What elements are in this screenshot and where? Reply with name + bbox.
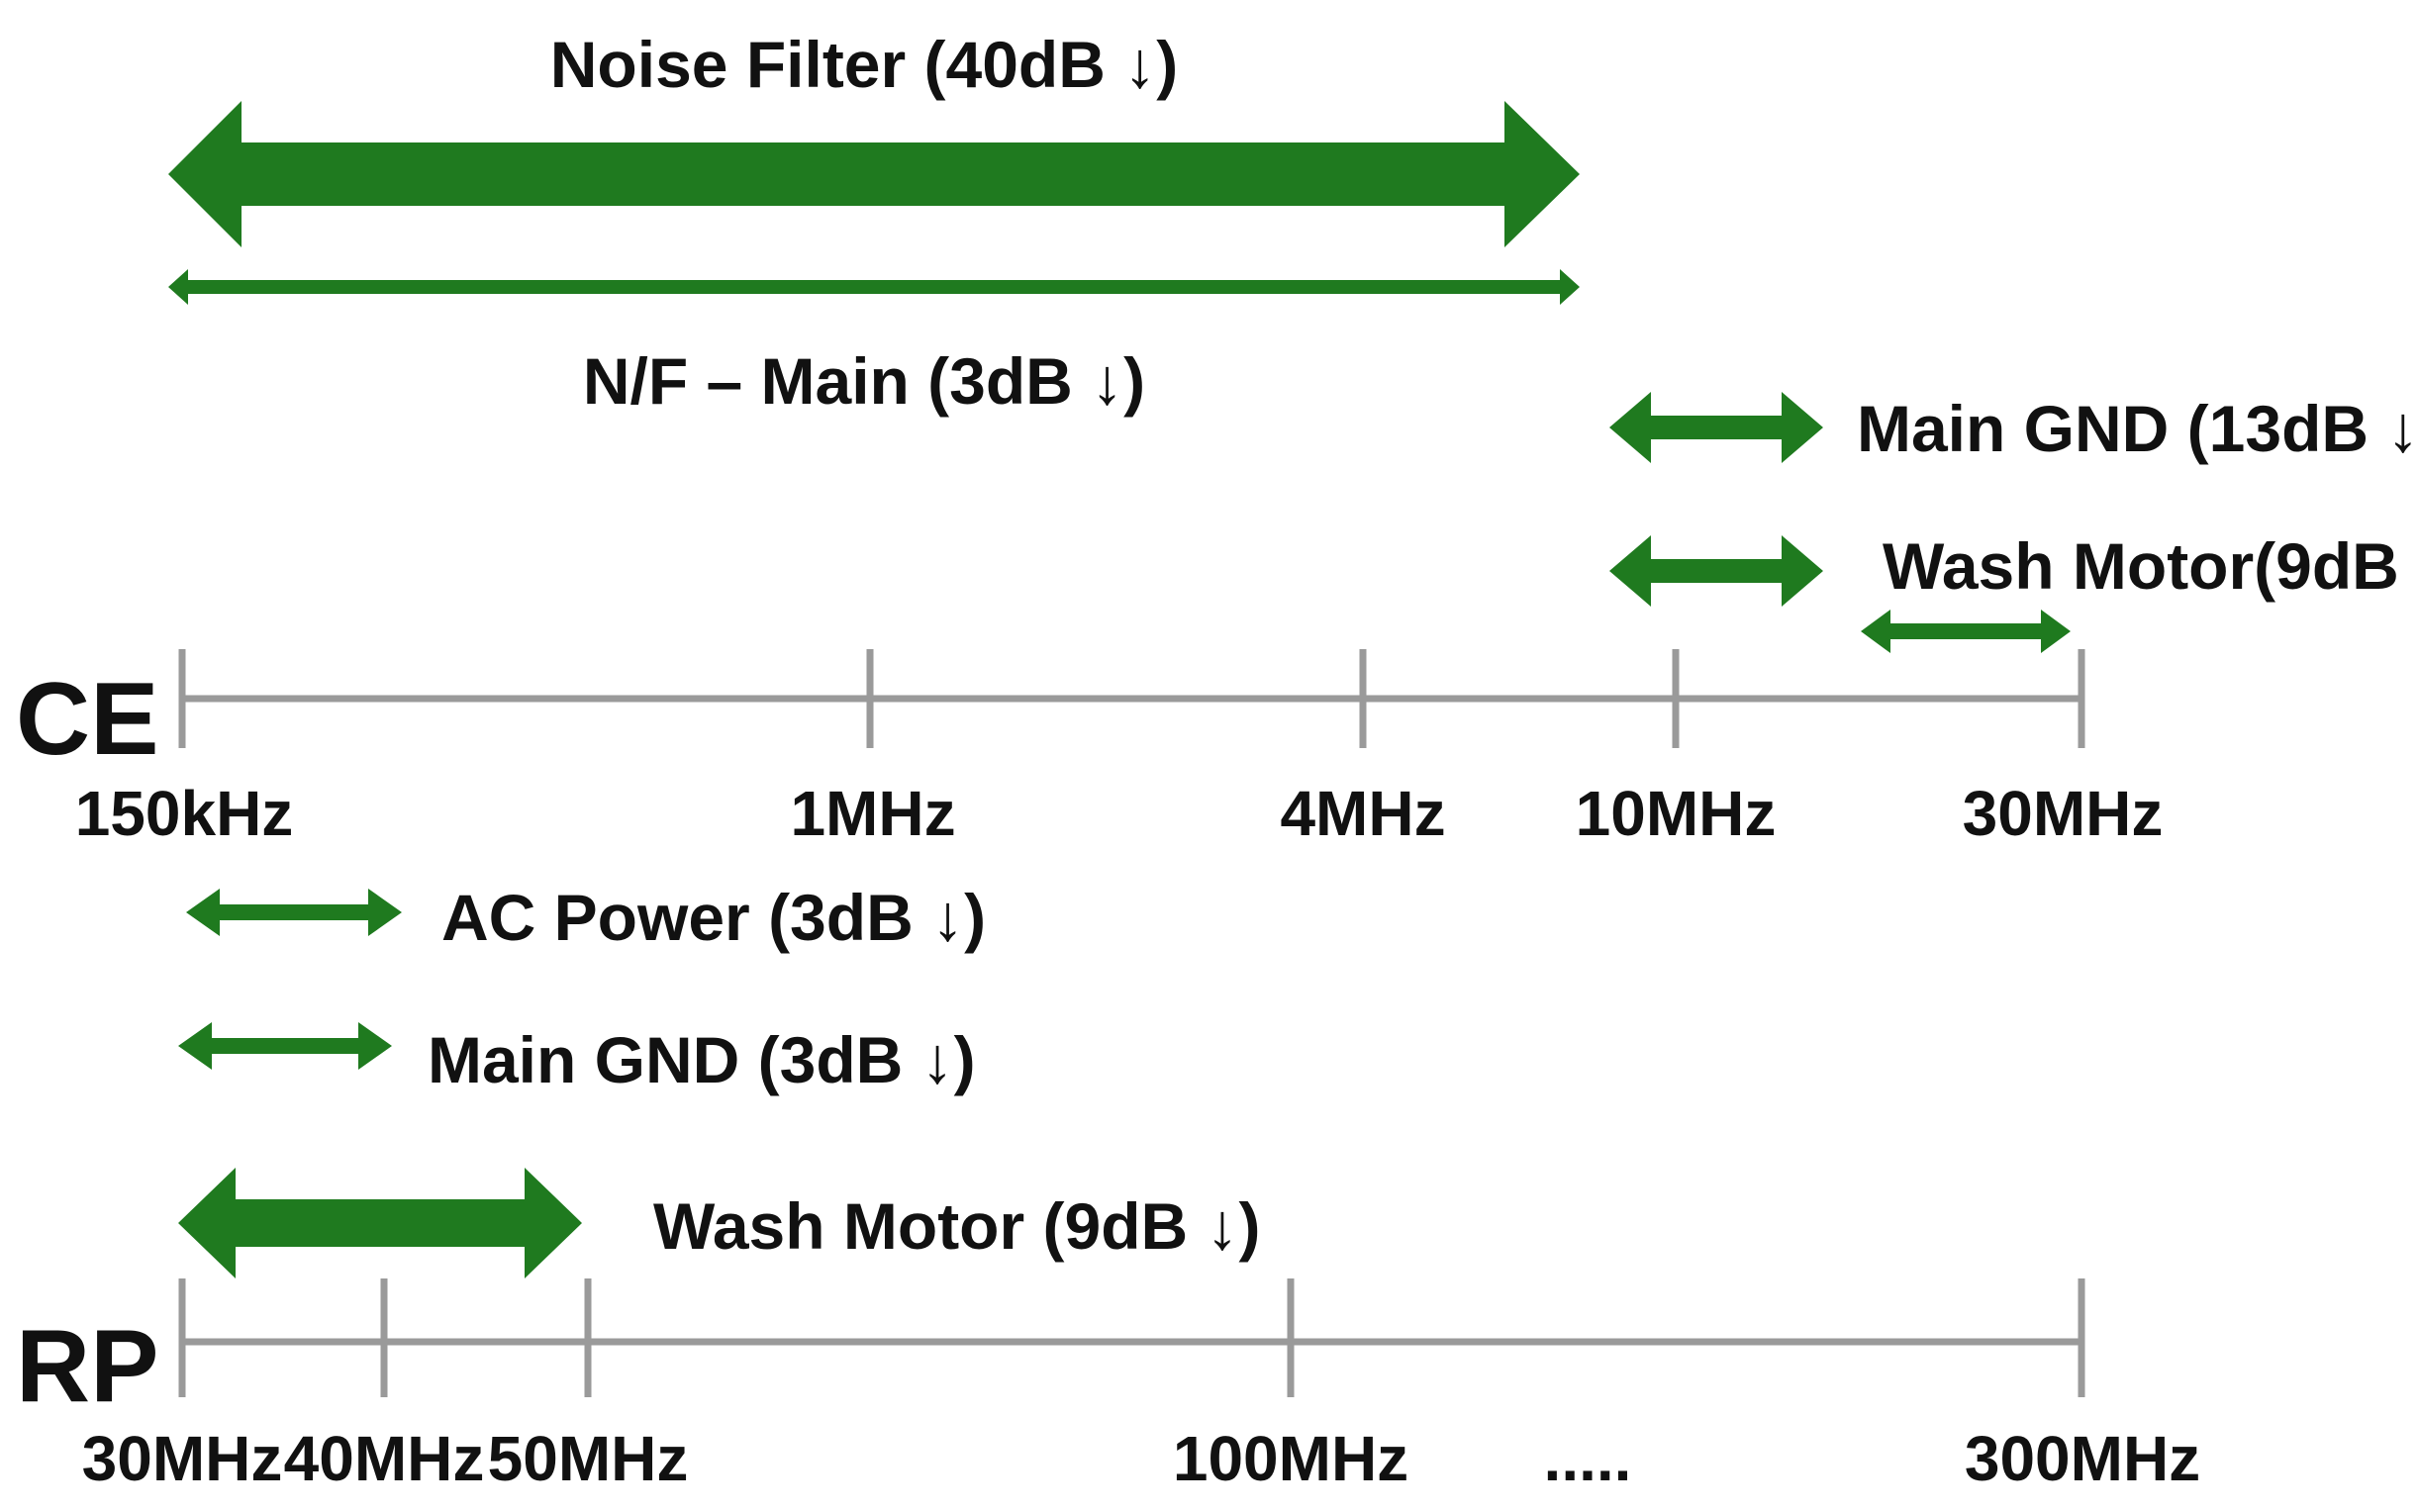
rp-tick-label-300mhz: 300MHz bbox=[1965, 1423, 2200, 1494]
nf-main-arrow bbox=[168, 269, 1580, 305]
ce-tick-label-1mhz: 1MHz bbox=[790, 778, 955, 849]
rp-tick-label-30mhz: 30MHz bbox=[82, 1423, 283, 1494]
ac-power-arrow bbox=[186, 889, 402, 936]
wash-motor-ce-arrow bbox=[1609, 535, 1823, 607]
ce-tick-label-150khz: 150kHz bbox=[75, 778, 294, 849]
ce-axis-label: CE bbox=[16, 662, 158, 777]
rp-tick-label-ellipsis: ..... bbox=[1544, 1423, 1632, 1494]
noise-filter-label: Noise Filter (40dB ↓) bbox=[550, 28, 1178, 101]
main-gnd-13db-label: Main GND (13dB ↓) bbox=[1857, 392, 2419, 465]
noise-filter-arrow bbox=[168, 101, 1580, 247]
ce-high-band-arrow bbox=[1861, 610, 2071, 653]
rp-tick-label-40mhz: 40MHz bbox=[284, 1423, 485, 1494]
wash-motor-ce-label: Wash Motor(9dB ↓) bbox=[1883, 529, 2419, 603]
ce-tick-label-4mhz: 4MHz bbox=[1280, 778, 1445, 849]
wash-motor-rp-arrow bbox=[178, 1168, 582, 1278]
ac-power-label: AC Power (3dB ↓) bbox=[441, 881, 986, 954]
mid-bands: AC Power (3dB ↓) Main GND (3dB ↓) Wash M… bbox=[178, 881, 1261, 1278]
rp-tick-label-100mhz: 100MHz bbox=[1173, 1423, 1408, 1494]
rp-tick-label-50mhz: 50MHz bbox=[488, 1423, 689, 1494]
ce-axis: CE 150kHz 1MHz 4MHz 10MHz 30MHz bbox=[16, 649, 2163, 849]
ce-bands: Noise Filter (40dB ↓) N/F – Main (3dB ↓)… bbox=[168, 28, 2419, 653]
ce-tick-label-30mhz: 30MHz bbox=[1963, 778, 2164, 849]
main-gnd-13db-arrow bbox=[1609, 392, 1823, 463]
ce-tick-label-10mhz: 10MHz bbox=[1576, 778, 1777, 849]
nf-main-label: N/F – Main (3dB ↓) bbox=[583, 344, 1145, 418]
main-gnd-3db-arrow bbox=[178, 1022, 392, 1070]
rp-axis: RP 30MHz 40MHz 50MHz 100MHz ..... 300MHz bbox=[16, 1278, 2200, 1494]
main-gnd-3db-label: Main GND (3dB ↓) bbox=[428, 1023, 976, 1096]
wash-motor-rp-label: Wash Motor (9dB ↓) bbox=[653, 1189, 1261, 1263]
rp-axis-label: RP bbox=[16, 1309, 158, 1424]
